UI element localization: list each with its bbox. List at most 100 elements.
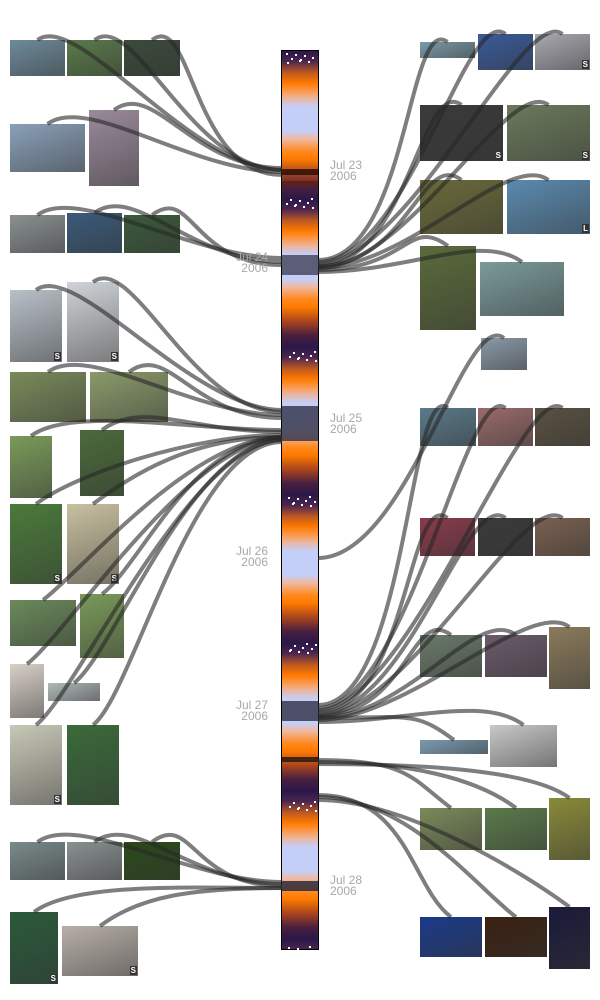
photo-thumbnail[interactable] — [67, 842, 122, 880]
date-year: 2006 — [241, 555, 268, 569]
date-year: 2006 — [241, 261, 268, 275]
photo-thumbnail[interactable]: S — [10, 504, 62, 584]
photo-link-curve — [98, 886, 283, 928]
photo-thumbnail[interactable]: S — [10, 912, 58, 984]
photo-size-badge: S — [581, 60, 589, 69]
photo-thumbnail[interactable] — [67, 40, 122, 76]
night-star-icon — [314, 951, 316, 953]
photo-link-curve — [317, 760, 518, 810]
night-star-icon — [290, 649, 292, 651]
photo-thumbnail[interactable]: L — [507, 180, 590, 234]
photo-thumbnail[interactable]: S — [62, 926, 138, 976]
photo-thumbnail[interactable] — [124, 40, 180, 76]
photo-thumbnail[interactable] — [10, 842, 65, 880]
night-star-icon — [292, 953, 294, 955]
photo-thumbnail[interactable]: S — [420, 105, 503, 161]
night-star-icon — [306, 359, 308, 361]
photo-thumbnail[interactable] — [124, 842, 180, 880]
night-star-icon — [314, 501, 316, 503]
photo-density-band — [282, 169, 318, 175]
photo-thumbnail[interactable] — [67, 725, 119, 805]
photo-thumbnail[interactable] — [420, 42, 475, 58]
photo-thumbnail[interactable] — [80, 594, 124, 658]
photo-thumbnail[interactable] — [480, 262, 564, 316]
photo-thumbnail[interactable] — [420, 917, 482, 957]
photo-thumbnail[interactable] — [478, 408, 533, 446]
night-star-icon — [310, 505, 312, 507]
photo-thumbnail[interactable] — [10, 436, 52, 498]
photo-thumbnail[interactable] — [490, 725, 557, 767]
photo-thumbnail[interactable] — [535, 408, 590, 446]
photo-thumbnail[interactable]: S — [67, 504, 119, 584]
night-star-icon — [289, 356, 291, 358]
night-star-icon — [294, 205, 296, 207]
photo-thumbnail[interactable] — [124, 215, 180, 253]
night-star-icon — [314, 801, 316, 803]
photo-thumbnail[interactable] — [549, 798, 590, 860]
photo-thumbnail[interactable] — [535, 518, 590, 556]
photo-thumbnail[interactable] — [48, 683, 100, 701]
photo-link-curve — [317, 762, 571, 800]
night-star-icon — [297, 948, 299, 950]
photo-link-curve — [32, 885, 283, 914]
night-star-icon — [312, 207, 314, 209]
photo-link-curve — [100, 436, 283, 596]
photo-density-band — [282, 255, 318, 275]
photo-density-band — [282, 181, 318, 186]
photo-thumbnail[interactable] — [420, 408, 476, 446]
night-star-icon — [299, 200, 301, 202]
photo-thumbnail[interactable] — [485, 808, 547, 850]
night-star-icon — [297, 358, 299, 360]
photo-thumbnail[interactable] — [10, 124, 85, 172]
photo-thumbnail[interactable] — [10, 600, 76, 646]
photo-thumbnail[interactable]: S — [10, 290, 62, 362]
photo-thumbnail[interactable] — [80, 430, 124, 496]
night-star-icon — [297, 808, 299, 810]
photo-size-badge: S — [110, 352, 118, 361]
photo-thumbnail[interactable] — [10, 215, 65, 253]
photo-thumbnail[interactable] — [478, 518, 533, 556]
photo-density-band — [282, 701, 318, 721]
photo-thumbnail[interactable] — [10, 40, 65, 76]
photo-thumbnail[interactable] — [420, 518, 475, 556]
photo-link-curve — [317, 708, 525, 727]
photo-density-band — [282, 406, 318, 441]
photo-thumbnail[interactable] — [10, 664, 44, 718]
night-star-icon — [309, 946, 311, 948]
night-star-icon — [309, 496, 311, 498]
photo-thumbnail[interactable] — [549, 627, 590, 689]
night-star-icon — [306, 643, 308, 645]
photo-thumbnail[interactable] — [420, 180, 503, 234]
night-star-icon — [310, 955, 312, 957]
date-year: 2006 — [330, 884, 357, 898]
photo-thumbnail[interactable] — [420, 246, 476, 330]
photo-thumbnail[interactable] — [478, 34, 533, 70]
photo-thumbnail[interactable] — [549, 907, 590, 969]
photo-thumbnail[interactable] — [10, 372, 86, 422]
photo-thumbnail[interactable] — [67, 213, 122, 253]
timeline-bar[interactable] — [281, 50, 319, 957]
photo-thumbnail[interactable] — [481, 338, 527, 370]
photo-thumbnail[interactable] — [420, 740, 488, 754]
photo-thumbnail[interactable]: S — [535, 34, 590, 70]
photo-size-badge: S — [494, 151, 502, 160]
photo-thumbnail[interactable]: S — [10, 725, 62, 805]
photo-thumbnail[interactable]: S — [67, 282, 119, 362]
photo-thumbnail[interactable] — [485, 635, 547, 677]
photo-thumbnail[interactable]: S — [507, 105, 590, 161]
photo-thumbnail[interactable] — [420, 808, 482, 850]
night-star-icon — [292, 503, 294, 505]
night-star-icon — [288, 497, 290, 499]
photo-thumbnail[interactable] — [89, 110, 139, 186]
night-star-icon — [299, 60, 301, 62]
photo-thumbnail[interactable] — [420, 635, 482, 677]
photo-thumbnail[interactable] — [485, 917, 547, 957]
night-star-icon — [308, 61, 310, 63]
photo-thumbnail[interactable] — [90, 372, 168, 422]
night-star-icon — [305, 950, 307, 952]
night-star-icon — [298, 651, 300, 653]
night-star-icon — [314, 351, 316, 353]
